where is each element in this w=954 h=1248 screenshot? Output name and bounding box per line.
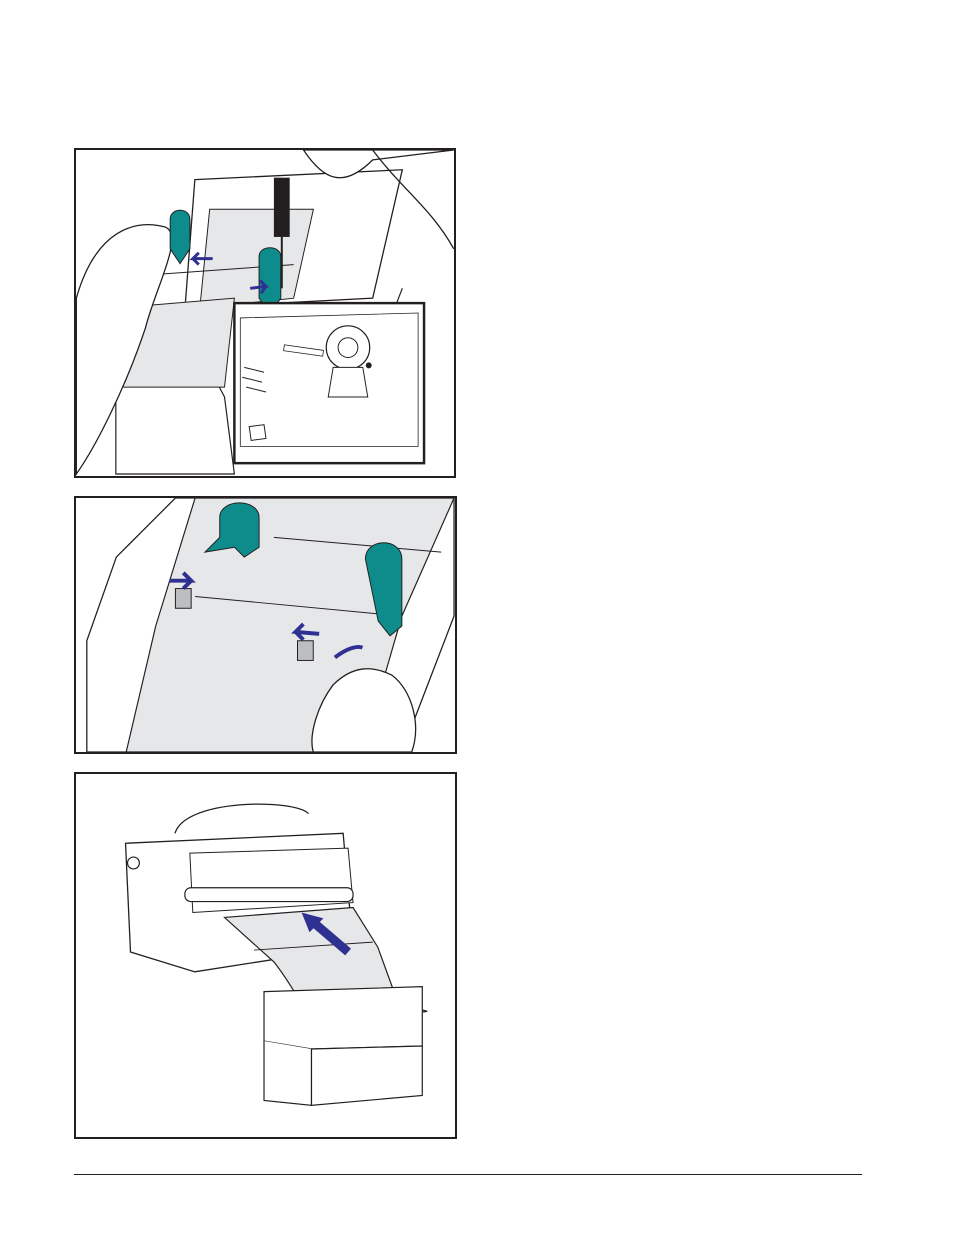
illustration-fanfold-feed — [76, 774, 455, 1137]
figure-adjust-roll-holders — [74, 148, 456, 478]
illustration-roll-holders — [76, 150, 454, 476]
illustration-media-guides — [76, 498, 455, 752]
footer-rule — [74, 1174, 862, 1175]
figure-adjust-media-guides — [74, 496, 457, 754]
figure-fanfold-media-feed — [74, 772, 457, 1139]
